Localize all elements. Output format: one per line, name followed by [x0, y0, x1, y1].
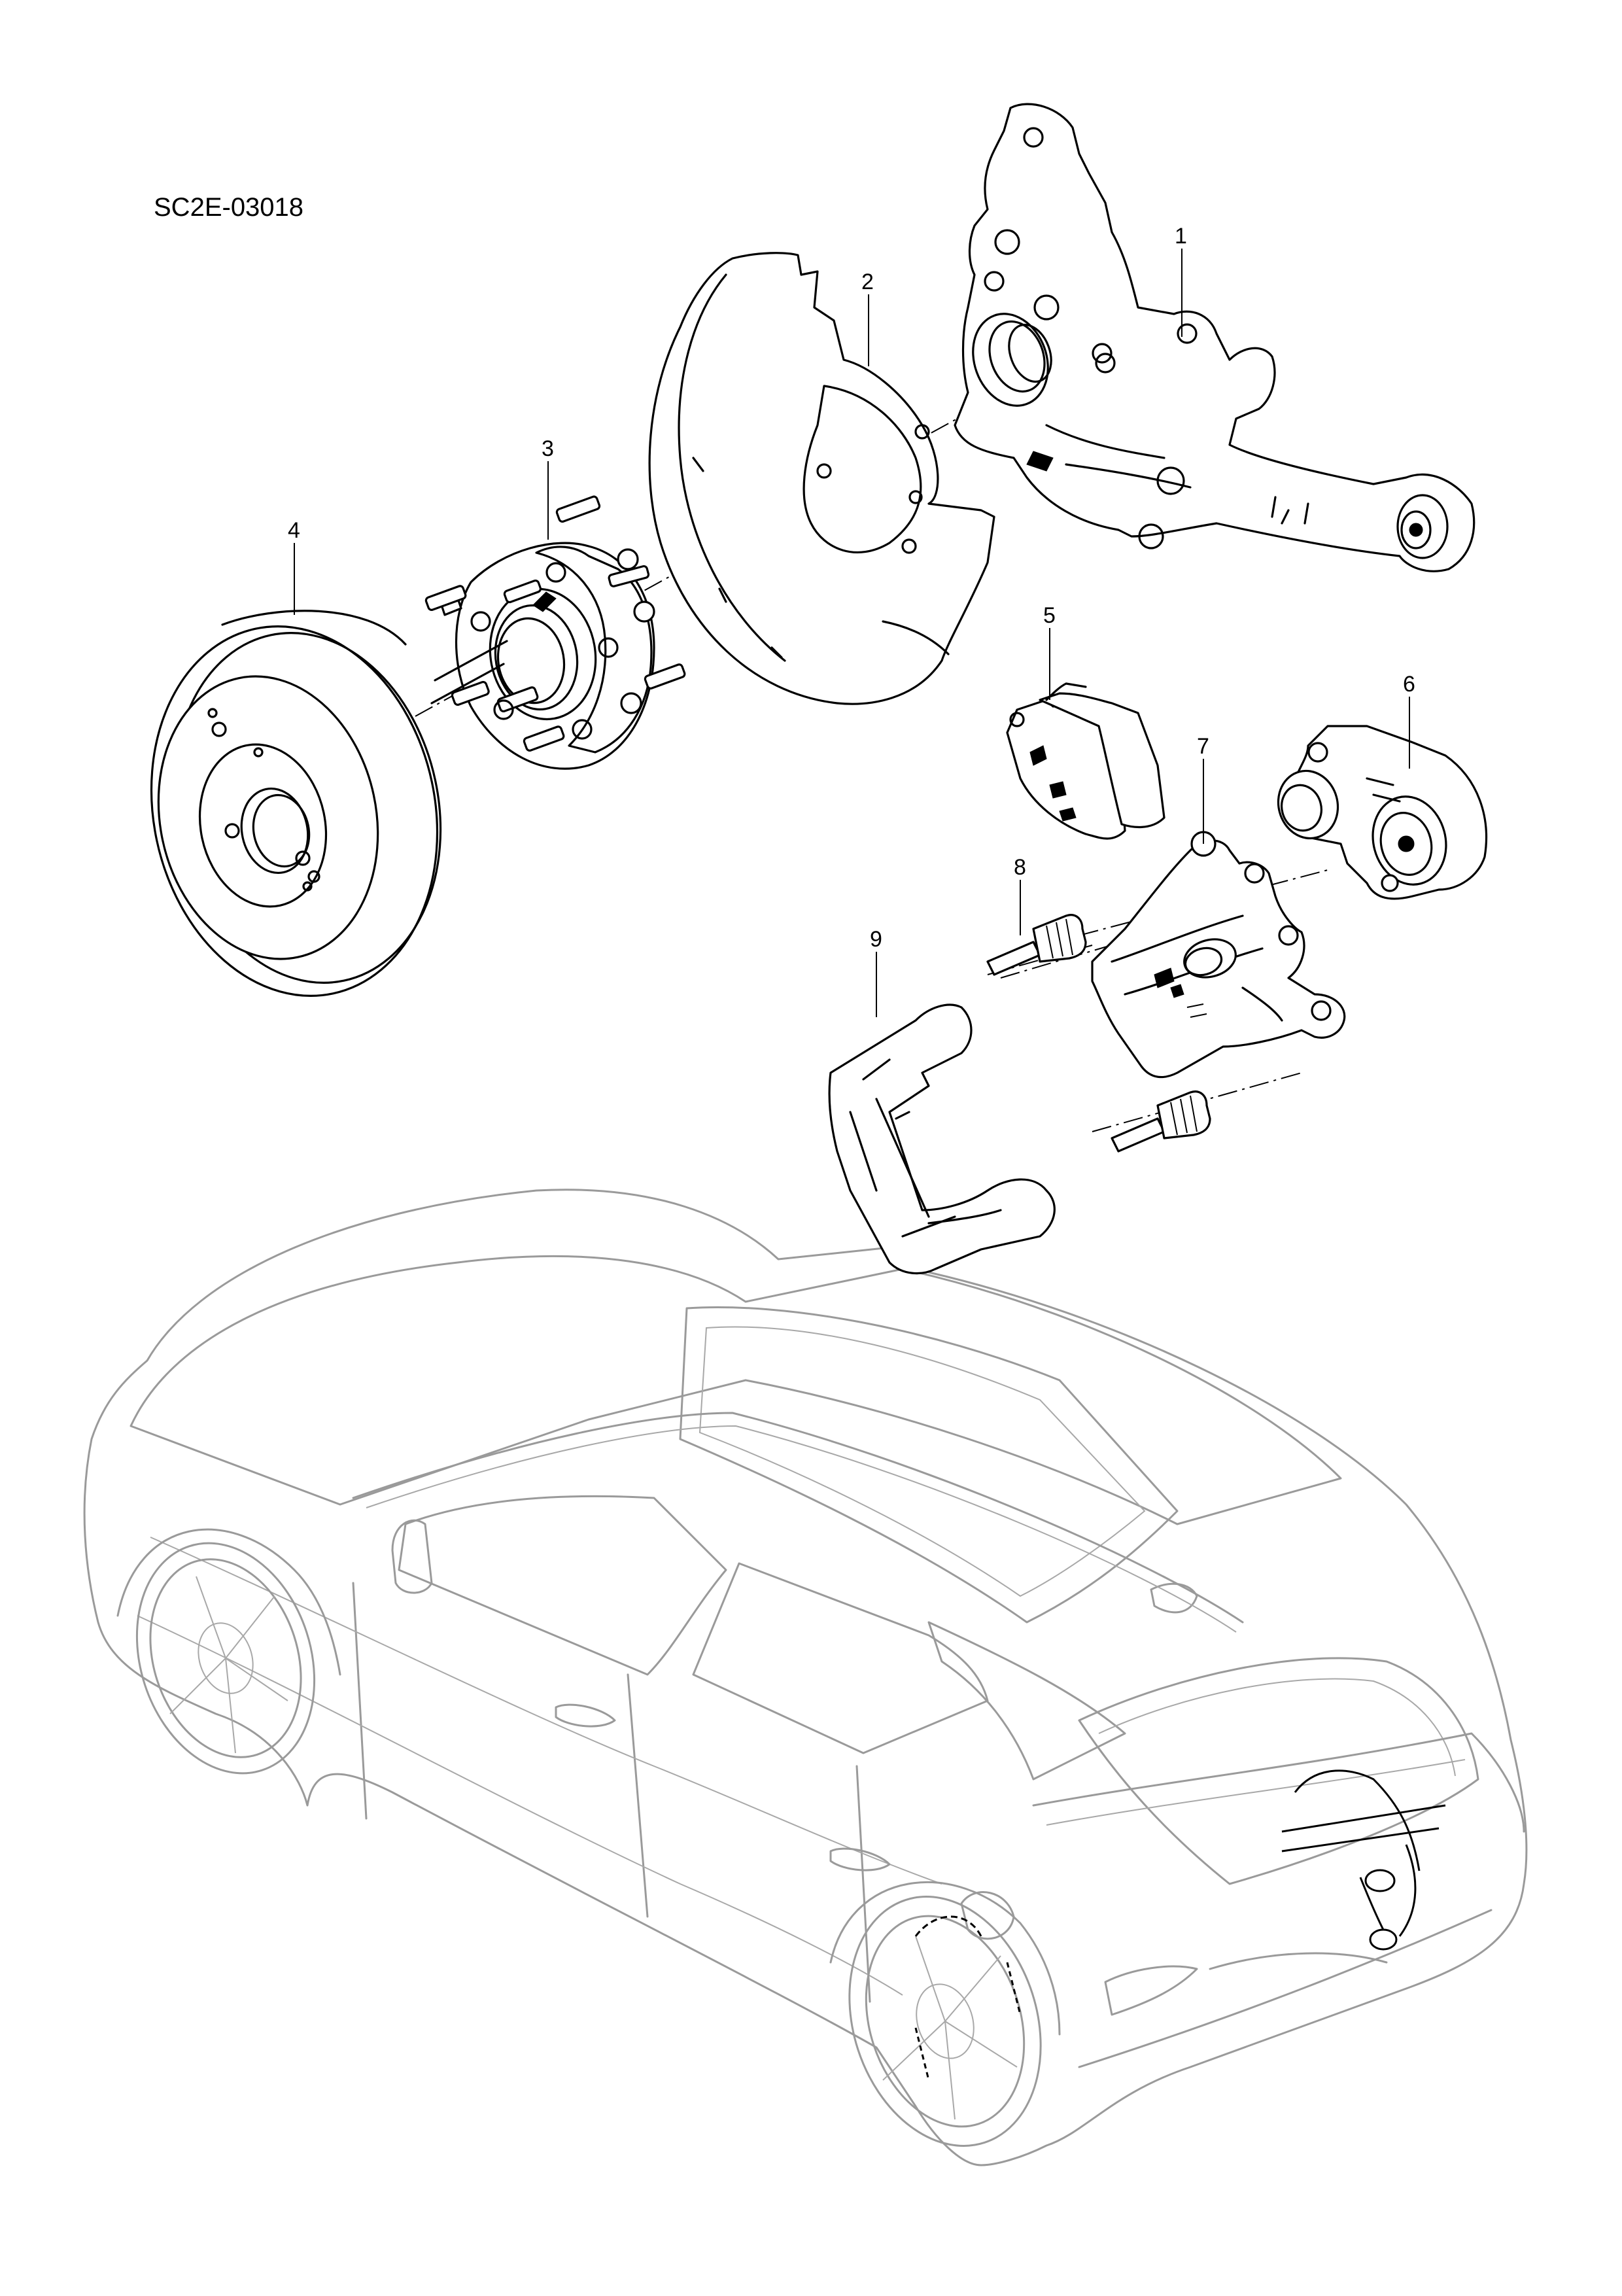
- diagram-code: SC2E-03018: [154, 193, 303, 222]
- callout-5: 5: [1043, 603, 1056, 628]
- callout-4: 4: [288, 518, 300, 543]
- part-brake-caliper[interactable]: [1091, 831, 1346, 1079]
- callout-labels: 1 2 3 4 5 6 7 8 9: [288, 224, 1415, 952]
- part-brake-pads[interactable]: [1006, 682, 1165, 840]
- part-brake-disc[interactable]: [118, 600, 472, 1023]
- callout-1: 1: [1175, 224, 1187, 249]
- part-brake-dust-shield[interactable]: [648, 252, 995, 705]
- callout-2: 2: [861, 270, 874, 294]
- part-steering-knuckle[interactable]: [954, 103, 1475, 572]
- hub-wheel-studs: [424, 495, 686, 752]
- part-caliper-guide-pins[interactable]: [986, 914, 1211, 1153]
- part-parking-brake-actuator[interactable]: [1271, 725, 1488, 900]
- callout-8: 8: [1014, 855, 1026, 880]
- callout-6: 6: [1403, 672, 1415, 697]
- callout-leaders: [294, 249, 1410, 1017]
- callout-9: 9: [870, 927, 882, 952]
- vehicle-illustration: [83, 1189, 1528, 2166]
- part-wheel-hub-bearing[interactable]: [424, 495, 686, 770]
- part-caliper-bracket[interactable]: [828, 1003, 1056, 1275]
- callout-3: 3: [542, 436, 554, 461]
- vehicle-brake-location-marker: [914, 1769, 1446, 2081]
- callout-7: 7: [1197, 734, 1209, 759]
